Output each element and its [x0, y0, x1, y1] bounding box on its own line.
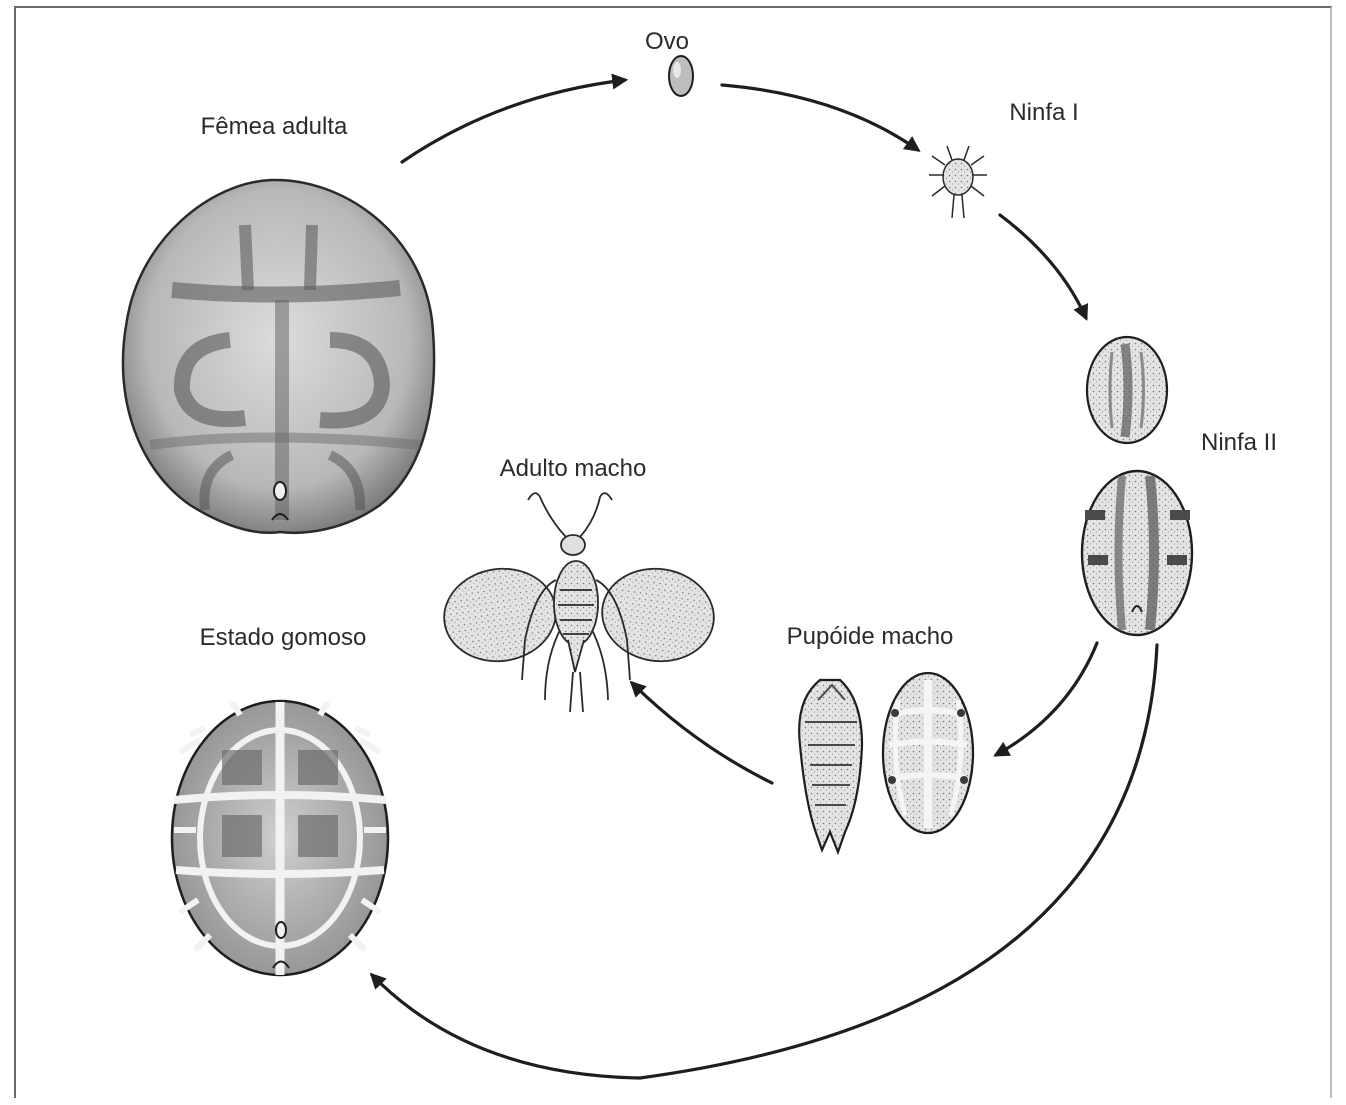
label-femea-adulta: Fêmea adulta [201, 113, 348, 140]
arrow-egg-to-nymph-1 [722, 85, 918, 150]
label-ninfa-1: Ninfa I [1009, 99, 1078, 126]
nymph-1-icon [929, 146, 987, 218]
arrow-nymph-2-to-gummy [372, 645, 1157, 1078]
egg-icon [669, 56, 693, 96]
gummy-stage-icon [172, 701, 388, 975]
male-pupoid-icon [799, 673, 973, 852]
label-estado-gomoso: Estado gomoso [200, 624, 367, 651]
arrow-pupoid-to-adult-male [632, 683, 772, 783]
arrow-female-to-egg [402, 80, 625, 162]
label-ovo: Ovo [645, 28, 689, 55]
arrow-nymph-2-to-pupoid [996, 643, 1097, 755]
label-adulto-macho: Adulto macho [500, 455, 647, 482]
label-ninfa-2: Ninfa II [1201, 429, 1277, 456]
label-pupoide-macho: Pupóide macho [787, 623, 954, 650]
adult-male-icon [438, 493, 720, 712]
arrow-nymph-1-to-nymph-2 [1000, 215, 1086, 318]
adult-female-icon [123, 180, 434, 533]
nymph-2-icon [1082, 337, 1192, 635]
